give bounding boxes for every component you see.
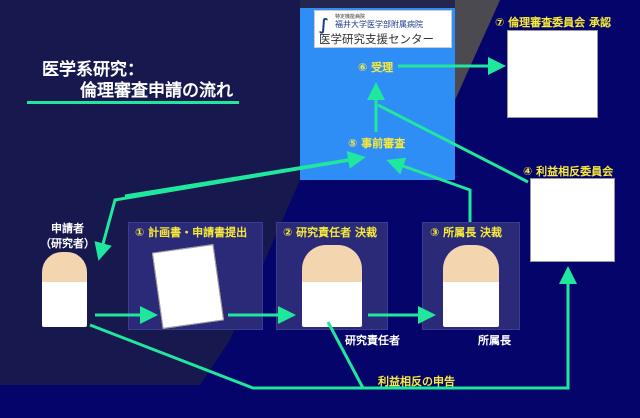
page-title-line1: 医学系研究： [42,60,144,80]
step1-label: ① 計画書・申請書提出 [135,226,248,239]
applicant-sublabel: （研究者） [40,237,95,250]
arrow-4-to-center [377,103,529,184]
title-underline [27,101,239,104]
page-title-line2: 倫理審査申請の流れ [80,81,233,101]
applicant-label: 申請者 [51,222,84,235]
hospital-name: 福井大学医学部附属病院 [335,20,423,29]
step6-label: ⑥ 受理 [358,61,394,74]
arrow-3-to-5 [386,157,472,222]
logo-icon: ∫ [319,15,329,34]
ethics-committee-image [507,30,598,118]
pi-caption: 研究責任者 [345,334,400,347]
step5-label: ⑤ 事前審査 [348,137,406,150]
applicant-illustration [42,252,87,327]
pi-illustration [302,245,362,327]
dept-head-caption: 所属長 [478,334,511,347]
step4-label: ④ 利益相反委員会 [523,165,614,178]
arrow-5-to-applicant [94,156,363,261]
step7-label: ⑦ 倫理審査委員会 承認 [495,16,611,29]
step3-label: ③ 所属長 決裁 [430,226,502,239]
dept-head-illustration [443,245,499,327]
hospital-small-label: 特定機能病院 [335,14,366,20]
coi-report-label: 利益相反の申告 [378,375,455,388]
coi-committee-image [530,178,615,262]
step3-panel [422,222,520,330]
center-name: 医学研究支援センター [319,32,434,46]
center-logo: ∫ 特定機能病院 福井大学医学部附属病院 医学研究支援センター [314,10,452,48]
arrow-coi-report [89,266,577,390]
step2-label: ② 研究責任者 決裁 [283,226,377,239]
